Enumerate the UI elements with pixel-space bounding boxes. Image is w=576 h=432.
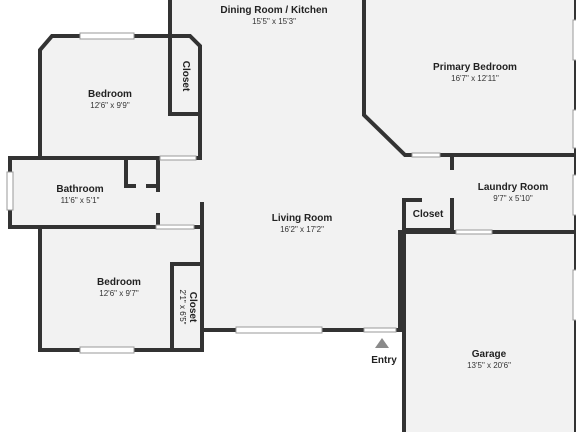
windows — [6, 19, 576, 354]
entry-marker-icon — [375, 338, 389, 348]
doorways — [155, 152, 493, 333]
room-dimensions: 12'6" x 9'7" — [99, 289, 139, 298]
room-dimensions: 9'7" x 5'10" — [493, 194, 533, 203]
room-dimensions: 12'6" x 9'9" — [90, 101, 130, 110]
room-bathroom: Bathroom 11'6" x 5'1" — [40, 184, 120, 206]
room-dimensions: 2'1" x 6'5" — [178, 289, 187, 325]
room-name: Laundry Room — [477, 182, 549, 193]
room-laundry: Laundry Room 9'7" x 5'10" — [468, 182, 558, 204]
room-name: Bedroom — [88, 89, 132, 100]
entry-label: Entry — [371, 355, 397, 366]
room-closet-upper: Closet — [179, 51, 191, 101]
room-name: Closet — [412, 209, 444, 220]
room-dimensions: 16'2" x 17'2" — [280, 225, 324, 234]
room-name: Bedroom — [97, 277, 141, 288]
room-closet-laundry: Closet — [406, 209, 450, 221]
room-dining-kitchen: Dining Room / Kitchen 15'5" x 15'3" — [214, 5, 334, 27]
room-name: Dining Room / Kitchen — [220, 5, 328, 16]
room-name: Bathroom — [56, 184, 104, 195]
room-dimensions: 16'7" x 12'11" — [451, 74, 499, 83]
room-closet-lower: Closet 2'1" x 6'5" — [176, 282, 198, 332]
room-living: Living Room 16'2" x 17'2" — [252, 213, 352, 235]
room-name: Garage — [471, 349, 507, 360]
room-name: Primary Bedroom — [433, 62, 517, 73]
room-dimensions: 11'6" x 5'1" — [60, 196, 100, 205]
floor-fill — [10, 0, 576, 432]
room-garage: Garage 13'5" x 20'6" — [444, 349, 534, 371]
room-dimensions: 13'5" x 20'6" — [467, 361, 511, 370]
room-primary-bedroom: Primary Bedroom 16'7" x 12'11" — [420, 62, 530, 84]
room-bedroom-upper: Bedroom 12'6" x 9'9" — [75, 89, 145, 111]
room-name: Living Room — [271, 213, 333, 224]
room-dimensions: 15'5" x 15'3" — [252, 17, 296, 26]
room-bedroom-lower: Bedroom 12'6" x 9'7" — [84, 277, 154, 299]
room-name: Closet — [180, 60, 191, 92]
walls — [8, 0, 576, 432]
room-name: Closet — [187, 291, 198, 323]
